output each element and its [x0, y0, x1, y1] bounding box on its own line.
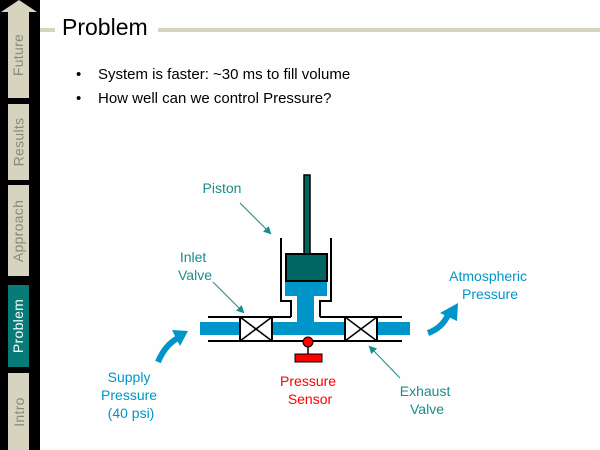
pressure-sensor	[294, 336, 323, 363]
fluid-cylinder	[285, 281, 327, 296]
label-line: Pressure	[462, 286, 518, 302]
nav-tab-results[interactable]: Results	[8, 104, 29, 180]
bullet-list: •System is faster: ~30 ms to fill volume…	[76, 66, 350, 114]
title-rule-left	[40, 28, 55, 32]
label-line: Inlet	[180, 249, 207, 265]
label-line: Valve	[410, 401, 444, 417]
inlet-pointer-arrow	[212, 281, 245, 314]
nav-tab-approach[interactable]: Approach	[8, 185, 29, 276]
bullet-text: System is faster: ~30 ms to fill volume	[98, 66, 351, 83]
nav-tab-future[interactable]: Future	[8, 12, 29, 98]
slide-title: Problem	[62, 14, 148, 40]
label-line: Pressure	[280, 373, 336, 389]
label-line: (40 psi)	[108, 405, 155, 421]
fluid-neck	[297, 295, 314, 325]
piston-label: Piston	[203, 180, 242, 196]
exhaust-valve	[344, 316, 378, 342]
label-line: Pressure	[101, 387, 157, 403]
piston-pointer-arrow	[239, 202, 272, 235]
neck-wall-left	[280, 238, 292, 317]
piston-head	[285, 253, 328, 282]
inlet-valve	[239, 316, 273, 342]
piston-rod	[303, 174, 311, 255]
exhaust-valve-label: Exhaust Valve	[400, 383, 454, 417]
bullet-text: How well can we control Pressure?	[98, 90, 332, 107]
atmospheric-pressure-label: Atmospheric Pressure	[449, 268, 531, 302]
supply-pressure-label: Supply Pressure (40 psi)	[101, 369, 161, 421]
label-line: Sensor	[288, 391, 333, 407]
label-line: Supply	[108, 369, 151, 385]
bullet-item: •System is faster: ~30 ms to fill volume	[76, 66, 351, 83]
pressure-sensor-label: Pressure Sensor	[280, 373, 340, 407]
label-line: Valve	[178, 267, 212, 283]
nav-tab-problem[interactable]: Problem	[8, 285, 29, 367]
up-arrow-icon	[1, 0, 37, 14]
inlet-valve-label: Inlet Valve	[178, 249, 212, 283]
section-nav-sidebar: Future Results Approach Problem Intro	[0, 0, 40, 450]
label-line: Exhaust	[400, 383, 451, 399]
neck-wall-right	[319, 238, 332, 317]
title-rule-right	[158, 28, 600, 32]
bullet-item: •How well can we control Pressure?	[76, 90, 332, 107]
exhaust-pointer-arrow	[368, 345, 401, 379]
supply-flow-arrow-icon	[155, 330, 188, 364]
label-line: Atmospheric	[449, 268, 527, 284]
exhaust-flow-arrow-icon	[426, 303, 458, 336]
nav-tab-intro[interactable]: Intro	[8, 373, 29, 450]
